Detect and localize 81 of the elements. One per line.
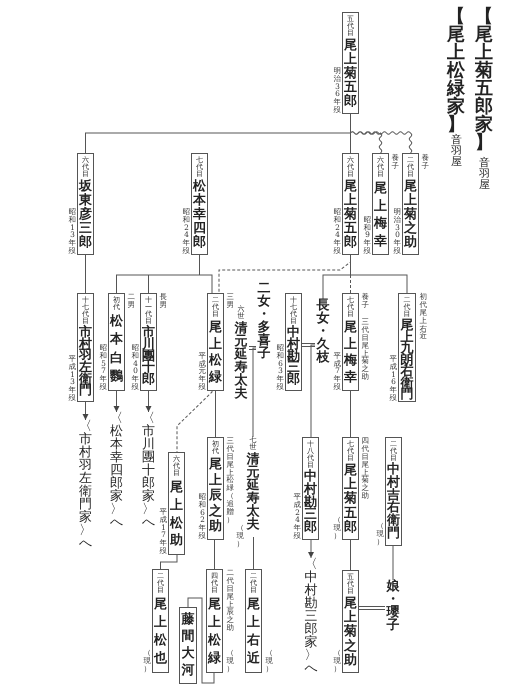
family-title: 【尾上菊五郎家】 — [475, 8, 493, 152]
actor-name: 尾上梅幸 — [374, 180, 387, 250]
family-line — [85, 254, 86, 294]
name-box — [342, 12, 359, 114]
actor-name: 尾上右近 — [247, 596, 260, 668]
actor-name: 尾上松緑 — [208, 596, 221, 668]
name-box — [140, 293, 157, 391]
lineage-note: 〈松本幸四郎家〉へ — [110, 412, 123, 529]
person-name: 娘・瓔子 — [386, 580, 400, 632]
family-line — [350, 390, 351, 438]
actor-name: 尾上菊之助 — [344, 597, 357, 668]
actor-name: 中村勘三郎 — [304, 471, 317, 535]
family-title: 【尾上松緑家】 — [447, 8, 465, 134]
actor-name: 尾上菊五郎 — [344, 39, 357, 109]
name-box — [179, 607, 197, 684]
family-line — [253, 536, 254, 570]
name-box — [285, 293, 302, 391]
actor-name: 尾上松緑 — [209, 320, 222, 386]
name-box — [342, 570, 359, 673]
actor-name: 市村羽左衛門 — [79, 327, 92, 398]
actor-name: 尾上菊五郎 — [344, 180, 357, 250]
actor-name: 尾上梅幸 — [344, 320, 357, 386]
actor-name: 尾上九朗右衛門 — [400, 320, 414, 400]
name-box — [77, 153, 94, 255]
name-box — [398, 293, 416, 402]
actor-name: 藤間大河 — [182, 611, 194, 679]
yago-label: 音羽屋 — [479, 157, 490, 190]
name-box — [385, 437, 402, 546]
arrow — [146, 390, 152, 412]
arrow — [82, 402, 88, 420]
actor-name: 中村吉右衛門 — [387, 464, 400, 541]
arrow — [308, 540, 314, 558]
name-box — [342, 437, 359, 540]
arrow — [114, 390, 120, 412]
adoption-line — [350, 114, 412, 154]
name-box — [402, 153, 419, 255]
actor-name: 市川團十郎 — [142, 327, 155, 386]
name-box — [342, 293, 359, 391]
name-box — [191, 153, 208, 255]
marriage-line — [248, 346, 256, 350]
marriage-line — [302, 343, 316, 347]
lineage-note: 〈市村羽左衛門家〉へ — [79, 420, 92, 550]
actor-name: 尾上辰之助 — [209, 457, 222, 535]
person-name: 清元延寿太夫 — [246, 453, 260, 531]
name-box — [168, 452, 185, 555]
actor-name: 中村勘三郎 — [287, 327, 300, 386]
name-box — [207, 437, 224, 540]
actor-name: 尾上菊之助 — [404, 180, 417, 250]
family-line — [350, 254, 408, 294]
actor-name: 尾上菊五郎 — [344, 464, 357, 536]
family-line — [310, 344, 316, 438]
name-box — [77, 293, 94, 402]
name-box — [372, 153, 389, 255]
dashed-line — [176, 390, 212, 452]
family-line — [252, 348, 256, 438]
name-box — [245, 569, 262, 673]
family-line — [392, 546, 394, 580]
name-box — [342, 153, 359, 255]
name-box — [207, 293, 224, 391]
name-box — [206, 569, 223, 673]
actor-name: 松本白鸚 — [110, 313, 123, 386]
family-line — [160, 554, 178, 570]
actor-name: 尾上松也 — [154, 596, 167, 668]
name-box — [302, 437, 319, 540]
family-line — [215, 390, 216, 438]
family-line — [188, 598, 214, 684]
family-line — [350, 540, 351, 570]
name-box — [108, 293, 125, 391]
actor-name: 松本幸四郎 — [193, 180, 206, 250]
actor-name: 坂東彦三郎 — [79, 180, 92, 250]
marriage-line — [358, 606, 386, 610]
person-name: 長女・久枝 — [316, 299, 330, 364]
lineage-note: 〈中村勘三郎家〉へ — [304, 558, 318, 675]
family-line — [214, 540, 215, 570]
name-box — [152, 569, 169, 673]
person-name: 二女・多喜子 — [258, 282, 270, 360]
actor-name: 尾上松助 — [170, 479, 183, 550]
family-line — [199, 254, 212, 294]
person-name: 清元延寿太夫 — [234, 322, 248, 400]
lineage-note: 〈市川團十郎家〉へ — [142, 412, 155, 529]
yago-label: 音羽屋 — [451, 134, 462, 167]
